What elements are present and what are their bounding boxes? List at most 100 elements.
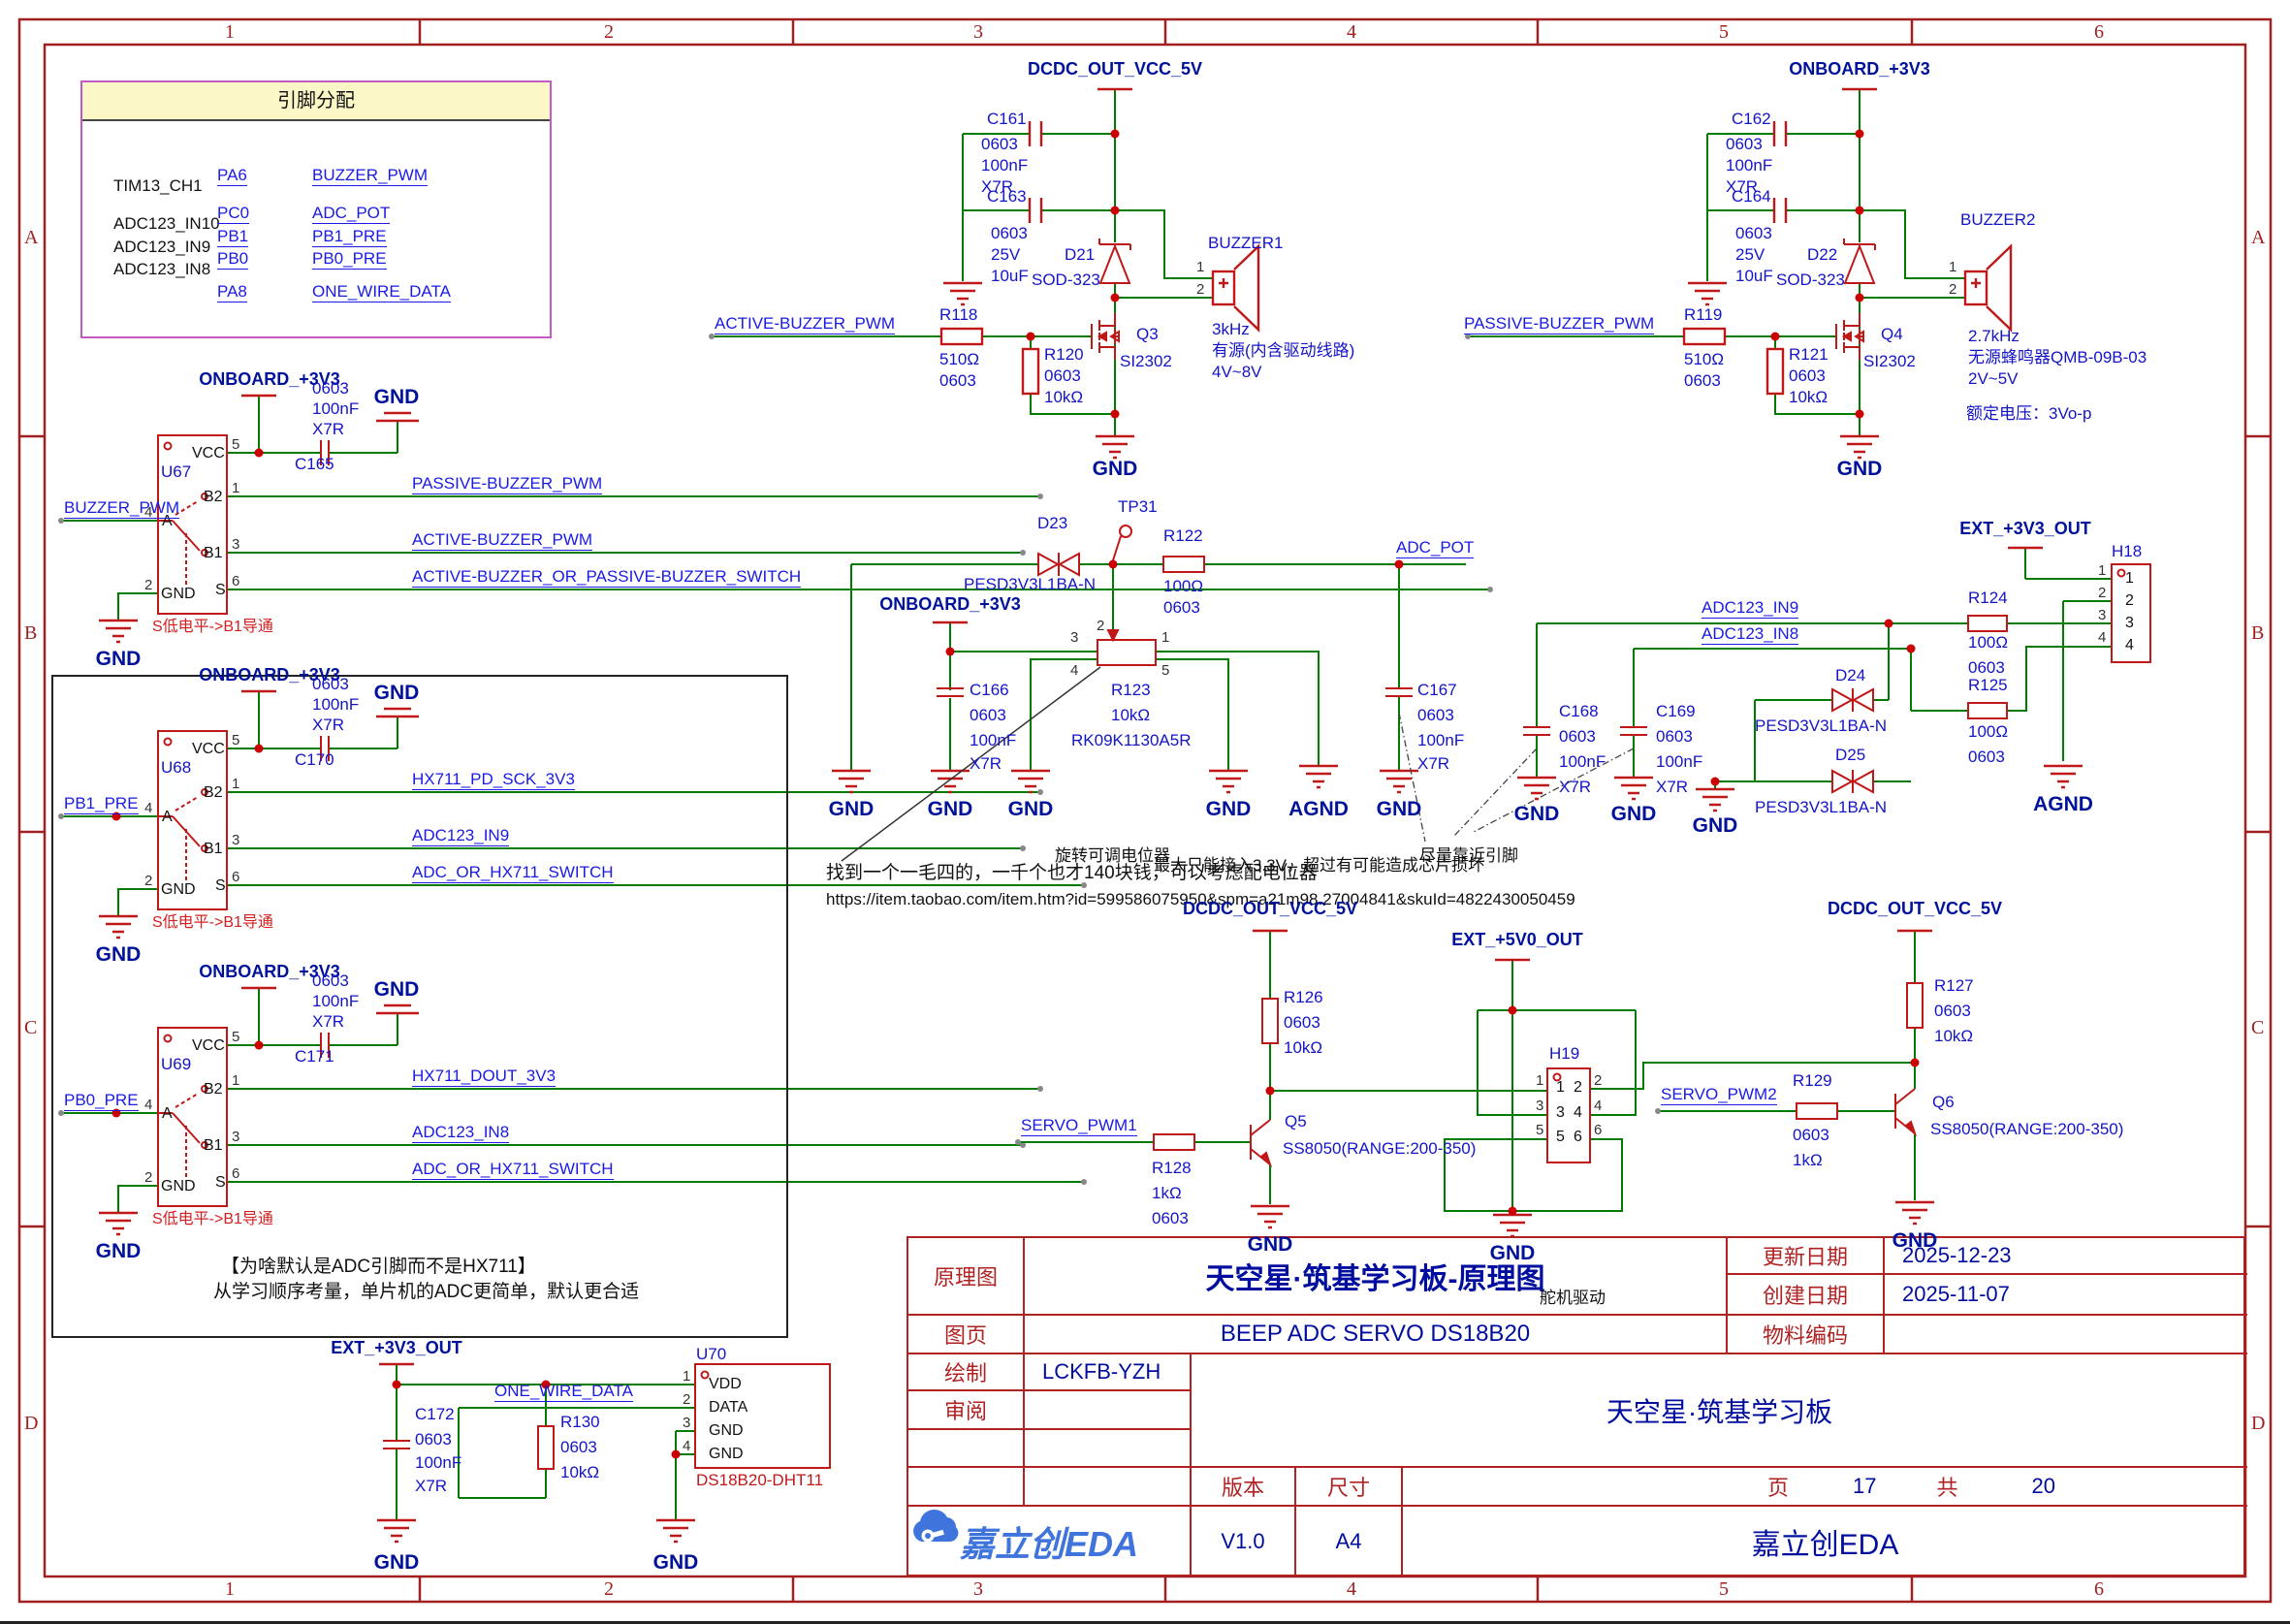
cap-ref-c165[interactable]: C165 (295, 455, 334, 473)
bjt-ref-q6[interactable]: Q6 (1932, 1093, 1955, 1111)
pin-table-pin-2[interactable]: PB1 (217, 227, 249, 247)
cap-c162-dielectric[interactable]: X7R (1726, 177, 1759, 196)
cap-c161-dielectric[interactable]: X7R (981, 177, 1014, 196)
pin-table-net-0[interactable]: BUZZER_PWM (312, 166, 428, 186)
u69-pin5[interactable]: 5 (232, 1029, 240, 1045)
res-r120-package[interactable]: 0603 (1044, 366, 1081, 385)
gnd-h19[interactable]: GND (1489, 1242, 1536, 1264)
res-ref-r130[interactable]: R130 (560, 1413, 600, 1431)
u68-pin2[interactable]: 2 (144, 873, 153, 889)
tb-sheet-name[interactable]: BEEP ADC SERVO DS18B20 (1025, 1316, 1728, 1354)
h19-p4[interactable]: 4 (1574, 1104, 1582, 1121)
tb-review-by[interactable] (1025, 1391, 1192, 1430)
net-buzzer-pwm[interactable]: BUZZER_PWM (64, 498, 179, 519)
res-r127-value[interactable]: 10kΩ (1934, 1027, 1974, 1045)
res-r130-package[interactable]: 0603 (560, 1438, 597, 1456)
net-port-dcdc-5v-servo2[interactable]: DCDC_OUT_VCC_5V (1827, 899, 2003, 918)
u69-pname-a[interactable]: A (162, 1105, 173, 1122)
cap-c169-package[interactable]: 0603 (1656, 727, 1693, 746)
note-taobao-line1[interactable]: 找到一个一毛四的，一千个也才140块钱，可以考虑配电位器 (826, 863, 1318, 883)
cap-ref-c162[interactable]: C162 (1732, 110, 1771, 128)
h18-pin4-in[interactable]: 4 (2125, 637, 2134, 653)
u69-pin4[interactable]: 4 (144, 1097, 153, 1113)
note-u68-switch[interactable]: S低电平->B1导通 (152, 914, 273, 931)
net-buzzer-switch[interactable]: ACTIVE-BUZZER_OR_PASSIVE-BUZZER_SWITCH (412, 567, 802, 588)
u68-pin1[interactable]: 1 (232, 776, 240, 792)
u67-pin4[interactable]: 4 (144, 504, 153, 521)
res-ref-r128[interactable]: R128 (1152, 1159, 1192, 1177)
note-u69-switch[interactable]: S低电平->B1导通 (152, 1211, 273, 1227)
res-r121-package[interactable]: 0603 (1789, 366, 1826, 385)
tb-version-value[interactable]: V1.0 (1192, 1507, 1296, 1576)
adc-protection-circuit[interactable] (1515, 546, 2151, 812)
cap-c169-dielectric[interactable]: X7R (1656, 778, 1689, 796)
net-hx711-pd-sck[interactable]: HX711_PD_SCK_3V3 (412, 770, 575, 790)
ds18b20-circuit[interactable] (375, 1362, 831, 1544)
cap-c161-value[interactable]: 100nF (981, 156, 1029, 175)
gnd-u68-bottom[interactable]: GND (95, 943, 142, 966)
gnd-u69-top[interactable]: GND (373, 978, 420, 1001)
res-ref-r126[interactable]: R126 (1284, 988, 1323, 1006)
net-port-onboard-3v3-u68[interactable]: ONBOARD_+3V3 (199, 665, 340, 685)
servo-driver-circuit[interactable] (1015, 929, 1936, 1238)
tb-schematic-title[interactable]: 天空星·筑基学习板-原理图 (1025, 1238, 1728, 1316)
diode-ref-d21[interactable]: D21 (1065, 245, 1096, 264)
u68-pname-b2[interactable]: B2 (204, 784, 223, 801)
cap-c170-value[interactable]: 100nF (312, 695, 360, 714)
buzzer2-ref[interactable]: BUZZER2 (1960, 210, 2036, 229)
tb-page-num[interactable]: 17 (1853, 1474, 1877, 1498)
h19-p4-out[interactable]: 4 (1594, 1098, 1603, 1114)
gnd-u69-bottom[interactable]: GND (95, 1240, 142, 1262)
gnd-u67-top[interactable]: GND (373, 386, 420, 408)
cap-c167-package[interactable]: 0603 (1417, 706, 1454, 724)
pin-table-pin-3[interactable]: PB0 (217, 249, 249, 270)
u69-pname-b2[interactable]: B2 (204, 1081, 223, 1098)
pin-table-net-3[interactable]: PB0_PRE (312, 249, 387, 270)
u68-pname-s[interactable]: S (215, 877, 226, 894)
pin-table-pin-1[interactable]: PC0 (217, 204, 250, 224)
u70-pname-gnd3[interactable]: GND (709, 1422, 744, 1439)
cap-c168-value[interactable]: 100nF (1559, 752, 1606, 771)
u67-pin2[interactable]: 2 (144, 577, 153, 593)
u69-pname-vcc[interactable]: VCC (192, 1037, 225, 1054)
diode-ref-d23[interactable]: D23 (1037, 514, 1068, 532)
diode-d21-package[interactable]: SOD-323 (1032, 271, 1100, 289)
net-port-onboard-3v3-buzzer[interactable]: ONBOARD_+3V3 (1789, 59, 1930, 79)
gnd-tvs[interactable]: GND (1692, 814, 1738, 837)
gnd-q5[interactable]: GND (1247, 1233, 1293, 1256)
cap-c164-package[interactable]: 0603 (1735, 224, 1772, 242)
u69-pin2[interactable]: 2 (144, 1169, 153, 1186)
cap-ref-c171[interactable]: C171 (295, 1047, 334, 1066)
u68-pin5[interactable]: 5 (232, 732, 240, 748)
cap-ref-c161[interactable]: C161 (987, 110, 1027, 128)
diode-ref-d25[interactable]: D25 (1835, 746, 1866, 764)
u67-pin5[interactable]: 5 (232, 436, 240, 453)
pin-table-net-1[interactable]: ADC_POT (312, 204, 391, 224)
diode-d24-part[interactable]: PESD3V3L1BA-N (1755, 716, 1888, 735)
u67-pname-b2[interactable]: B2 (204, 489, 223, 505)
cap-c163-value[interactable]: 10uF (991, 267, 1029, 285)
u70-pin4[interactable]: 4 (683, 1438, 691, 1454)
cap-c166-dielectric[interactable]: X7R (970, 754, 1002, 773)
pot-pin1[interactable]: 1 (1161, 629, 1170, 646)
buzzer2-note-voltage[interactable]: 2V~5V (1968, 369, 2019, 388)
gnd-active-buzzer[interactable]: GND (1092, 458, 1138, 480)
buzzer2-note-rated[interactable]: 额定电压：3Vo-p (1966, 404, 2092, 423)
tb-material-code[interactable] (1885, 1316, 2247, 1354)
cap-ref-c167[interactable]: C167 (1417, 681, 1457, 699)
header-ref-h18[interactable]: H18 (2112, 542, 2143, 560)
pot-pin5[interactable]: 5 (1161, 662, 1170, 679)
res-ref-r119[interactable]: R119 (1684, 305, 1723, 324)
cap-ref-c169[interactable]: C169 (1656, 702, 1696, 720)
net-active-buzzer-pwm-u67[interactable]: ACTIVE-BUZZER_PWM (412, 530, 593, 551)
bjt-q6-part[interactable]: SS8050(RANGE:200-350) (1930, 1120, 2124, 1138)
buzzer1-ref[interactable]: BUZZER1 (1208, 234, 1284, 252)
h18-pin4-out[interactable]: 4 (2098, 629, 2107, 646)
u69-pin6[interactable]: 6 (232, 1165, 240, 1182)
tb-total-num[interactable]: 20 (2031, 1474, 2055, 1498)
cap-c166-value[interactable]: 100nF (970, 731, 1017, 749)
pin-table-pin-0[interactable]: PA6 (217, 166, 247, 186)
res-ref-r122[interactable]: R122 (1163, 526, 1203, 545)
cap-c170-package[interactable]: 0603 (312, 675, 349, 693)
